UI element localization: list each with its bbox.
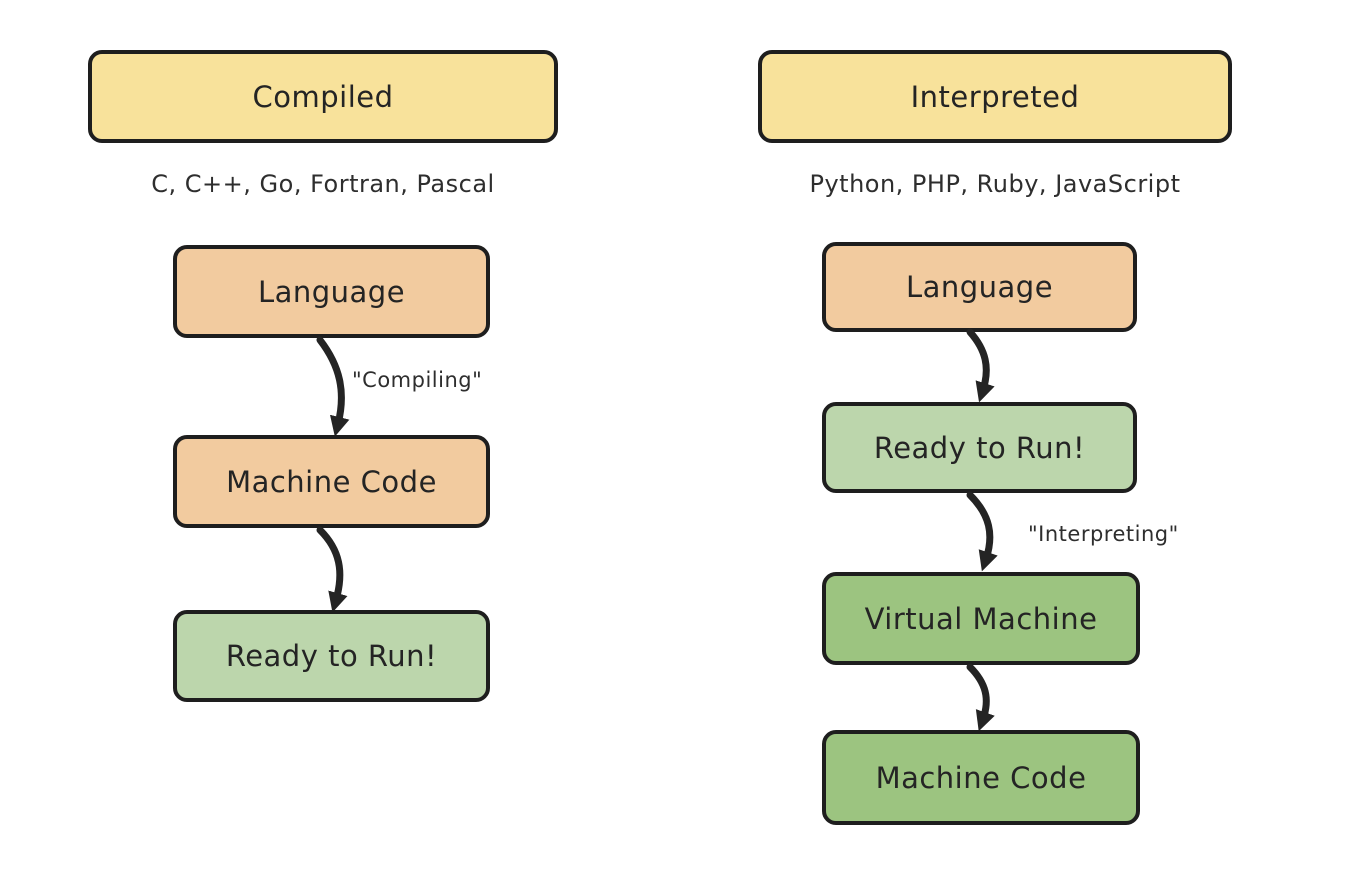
arrow-virtual-machine-to-machine-code-icon: [966, 663, 995, 732]
compiled-node-machine-code: Machine Code: [173, 435, 490, 528]
interpreted-node-virtual-machine: Virtual Machine: [822, 572, 1140, 665]
interpreted-header-box: Interpreted: [758, 50, 1232, 143]
interpreted-node-machine-code: Machine Code: [822, 730, 1140, 825]
compiled-node-language: Language: [173, 245, 490, 338]
compiled-header-box: Compiled: [88, 50, 558, 143]
compiled-languages-list: C, C++, Go, Fortran, Pascal: [151, 170, 495, 198]
arrow-language-to-ready-icon: [966, 328, 995, 403]
compiled-node-ready-to-run: Ready to Run!: [173, 610, 490, 702]
arrow-ready-to-virtual-machine-icon: [966, 491, 998, 572]
edge-label-interpreting: "Interpreting": [1028, 522, 1179, 546]
interpreted-node-ready-to-run: Ready to Run!: [822, 402, 1137, 493]
edge-label-compiling: "Compiling": [352, 368, 483, 392]
arrow-machine-code-to-ready-icon: [316, 526, 348, 613]
arrow-language-to-machine-code-icon: [316, 336, 350, 437]
interpreted-languages-list: Python, PHP, Ruby, JavaScript: [809, 170, 1181, 198]
interpreted-node-language: Language: [822, 242, 1137, 332]
